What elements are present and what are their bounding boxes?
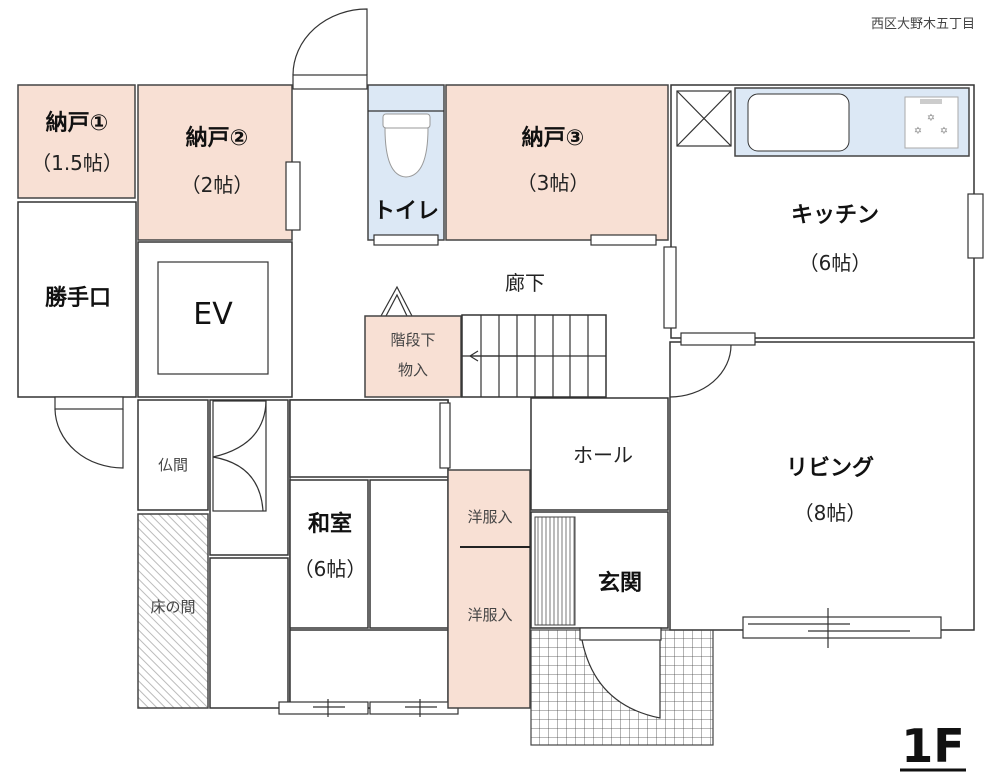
room-name: 物入 xyxy=(398,361,428,379)
room-kitchen: ✡ ✡ ✡ キッチン （6帖） xyxy=(663,84,984,339)
room-katteguchi: 勝手口 xyxy=(17,201,137,469)
sliding-door xyxy=(373,234,439,246)
room-under-stairs: 階段下 物入 xyxy=(364,285,462,398)
fridge-icon xyxy=(676,90,732,147)
room-size: （6帖） xyxy=(799,251,872,275)
room-name: 納戸③ xyxy=(522,125,585,151)
tatami xyxy=(289,629,449,709)
sink-icon xyxy=(747,93,850,152)
room-name: EV xyxy=(193,297,233,332)
window xyxy=(278,699,459,717)
room-size: （6帖） xyxy=(294,557,367,581)
entrance-porch xyxy=(530,627,714,746)
room-closets: 洋服入 洋服入 xyxy=(447,469,531,709)
room-name: 和室 xyxy=(308,511,352,537)
room-butsuma: 仏間 xyxy=(137,399,209,511)
room-size: （8帖） xyxy=(794,501,867,525)
svg-text:✡: ✡ xyxy=(927,113,935,124)
address-label: 西区大野木五丁目 xyxy=(871,17,975,32)
kitchen-door xyxy=(669,332,756,398)
window xyxy=(742,608,942,648)
room-name: ホール xyxy=(573,443,633,467)
room-name: キッチン xyxy=(791,203,879,228)
room-nando1: 納戸① （1.5帖） xyxy=(17,84,136,199)
room-nando3: 納戸③ （3帖） xyxy=(445,84,669,246)
door xyxy=(54,396,124,410)
closet xyxy=(209,557,289,709)
room-size: （1.5帖） xyxy=(31,151,123,175)
room-name: 階段下 xyxy=(390,331,435,349)
svg-text:✡: ✡ xyxy=(940,126,948,137)
room-genkan: 玄関 xyxy=(530,511,669,629)
tatami xyxy=(369,479,449,629)
tatami xyxy=(289,479,369,629)
shoe-cabinet xyxy=(534,516,576,626)
room-name: 玄関 xyxy=(598,570,642,596)
sliding-door xyxy=(285,161,301,231)
stove-icon: ✡ ✡ ✡ xyxy=(904,96,959,149)
top-door xyxy=(292,8,368,90)
room-hall: ホール xyxy=(530,397,669,511)
stairs xyxy=(461,314,607,398)
room-name: 洋服入 xyxy=(467,508,512,526)
room-size: （2帖） xyxy=(181,173,254,197)
tatami xyxy=(289,399,449,478)
room-size: （3帖） xyxy=(517,171,590,195)
sliding-door xyxy=(439,402,451,469)
svg-text:✡: ✡ xyxy=(914,126,922,137)
room-washitsu: 和室 （6帖） xyxy=(278,399,459,717)
room-name: 納戸② xyxy=(186,125,249,151)
room-name: 床の間 xyxy=(150,598,195,616)
arrow-icon xyxy=(468,350,535,362)
room-name: トイレ xyxy=(373,199,439,224)
entrance-door xyxy=(579,627,662,641)
toilet-icon xyxy=(382,113,431,178)
room-name: 洋服入 xyxy=(467,606,512,624)
room-name: リビング xyxy=(786,455,874,481)
room-corridor: 廊下 xyxy=(505,271,545,295)
room-name: 仏間 xyxy=(158,456,188,474)
closet-double-door xyxy=(209,399,289,556)
room-name: 勝手口 xyxy=(45,286,111,311)
svg-text:1F: 1F xyxy=(901,719,964,773)
room-ev: EV xyxy=(137,241,293,398)
sliding-door xyxy=(590,234,657,246)
room-tokonoma: 床の間 xyxy=(137,513,209,709)
floor-label: 1F xyxy=(900,719,966,773)
sliding-door xyxy=(663,246,677,329)
room-nando2: 納戸② （2帖） xyxy=(137,84,301,241)
room-name: 納戸① xyxy=(46,110,109,136)
room-living: リビング （8帖） xyxy=(669,341,975,648)
window xyxy=(967,193,984,259)
room-toilet: トイレ xyxy=(367,84,445,246)
